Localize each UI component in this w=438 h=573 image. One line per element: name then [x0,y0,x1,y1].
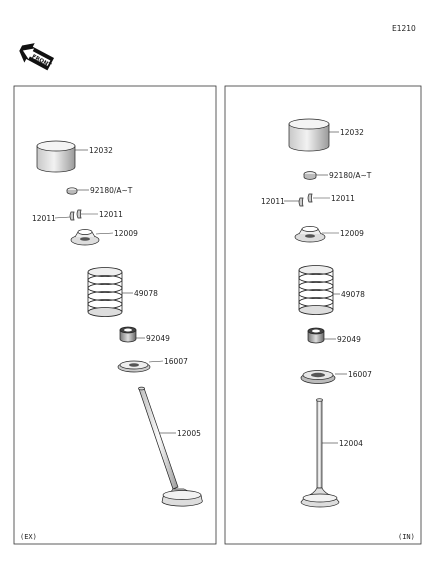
exhaust-panel [13,85,217,545]
ex-label-spring-seat: 16007 [164,357,188,366]
ex-label-retainer: 12009 [114,229,138,238]
ex-label-tappet: 12032 [89,146,113,155]
ex-spring [87,267,123,317]
in-label-tappet: 12032 [340,128,364,137]
ex-label-cotter-left: 12011 [32,214,56,223]
diagram-code: E1210 [392,24,416,33]
in-caption: (IN) [398,533,415,541]
ex-label-cotter-right: 12011 [99,210,123,219]
in-label-spring-seat: 16007 [348,370,372,379]
in-tappet [288,118,330,152]
in-spring-seat [300,370,336,384]
in-cotters [298,193,313,207]
intake-panel [224,85,422,545]
ex-cotters [69,209,82,221]
in-label-cotter-left: 12011 [261,197,285,206]
in-shim [303,171,317,180]
ex-caption: (EX) [20,533,37,541]
in-spring [298,265,334,315]
in-retainer [294,226,326,243]
front-arrow-icon: FRONT [19,43,55,71]
ex-tappet [36,140,76,173]
ex-spring-seat [117,360,151,373]
ex-retainer [70,229,100,246]
in-stem-seal [307,327,325,344]
ex-stem-seal [119,326,137,343]
ex-valve [138,386,203,507]
in-label-spring: 49078 [341,290,365,299]
ex-shim [66,187,78,195]
ex-label-shim: 92180/A~T [90,186,133,195]
in-label-cotter-right: 12011 [331,194,355,203]
ex-label-stem-seal: 92049 [146,334,170,343]
in-label-retainer: 12009 [340,229,364,238]
in-label-shim: 92180/A~T [329,171,372,180]
in-label-valve: 12004 [339,439,363,448]
in-label-stem-seal: 92049 [337,335,361,344]
in-valve [300,398,340,508]
ex-label-spring: 49078 [134,289,158,298]
ex-label-valve: 12005 [177,429,201,438]
